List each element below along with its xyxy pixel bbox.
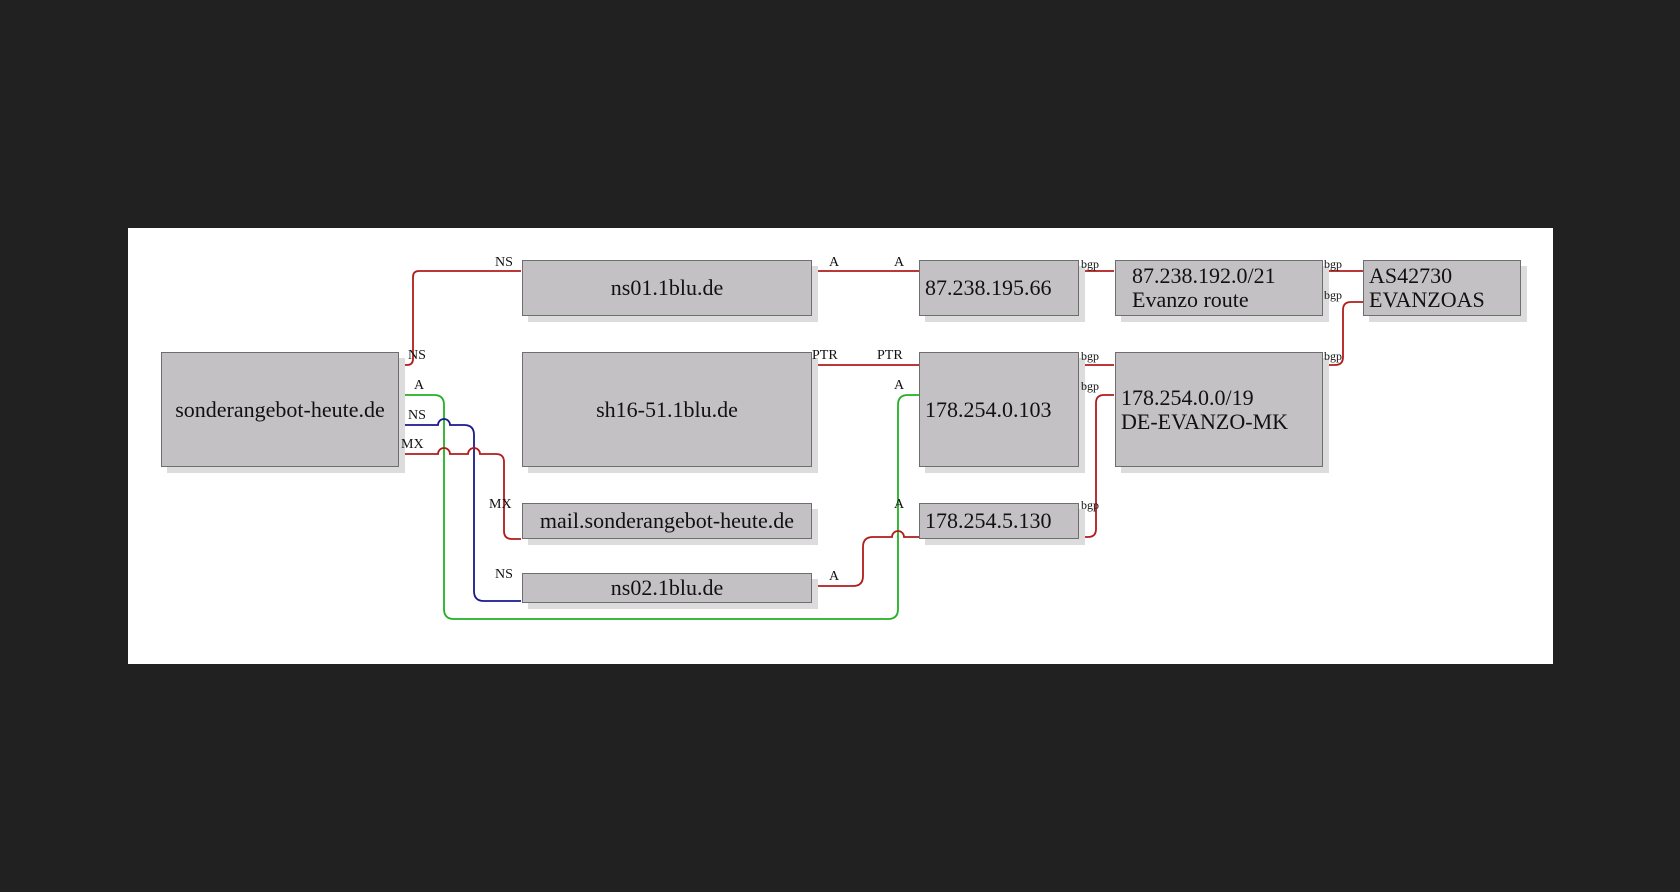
node-ip-87[interactable]: 87.238.195.66 (919, 260, 1079, 316)
node-ip-178-130[interactable]: 178.254.5.130 (919, 503, 1079, 539)
node-ns01-line1: ns01.1blu.de (610, 275, 724, 300)
node-ns02[interactable]: ns02.1blu.de (522, 573, 812, 603)
edge-label-bgp-net178-src: bgp (1324, 349, 1342, 363)
edge-label-bgp-130-src: bgp (1081, 498, 1099, 512)
edge-bgp-ip130-net178 (1079, 394, 1114, 538)
edge-label-bgp-as-dst: bgp (1324, 288, 1342, 302)
edge-ns-ns01 (399, 270, 521, 366)
edge-label-a-dst-130: A (894, 497, 905, 512)
node-as-line2: EVANZOAS (1369, 287, 1485, 312)
node-as[interactable]: AS42730 EVANZOAS (1363, 260, 1521, 316)
node-ip-178-103[interactable]: 178.254.0.103 (919, 352, 1079, 467)
node-domain[interactable]: sonderangebot-heute.de (161, 352, 399, 467)
node-ns01[interactable]: ns01.1blu.de (522, 260, 812, 316)
node-ip-178-130-line1: 178.254.5.130 (925, 508, 1052, 533)
edge-label-mx-src: MX (401, 437, 424, 452)
edge-label-ns01-dst: NS (495, 255, 513, 270)
edge-label-mx-dst: MX (489, 497, 512, 512)
edge-label-a-src: A (414, 378, 425, 393)
edge-label-ns01-src: NS (408, 348, 426, 363)
edge-label-bgp-87-src: bgp (1081, 257, 1099, 271)
edge-label-ns01-a-dst: A (894, 255, 905, 270)
edge-bgp-net178-as (1323, 301, 1364, 366)
edge-a-ip103 (399, 394, 919, 620)
node-sh16-line1: sh16-51.1blu.de (596, 396, 738, 422)
node-ip-178-103-line1: 178.254.0.103 (925, 396, 1052, 422)
node-as-line1: AS42730 (1369, 263, 1453, 288)
node-net-178-line2: DE-EVANZO-MK (1121, 408, 1289, 434)
edge-mx-mail (399, 447, 521, 540)
edge-label-ns2-src: NS (408, 408, 426, 423)
node-mail[interactable]: mail.sonderangebot-heute.de (522, 503, 812, 539)
node-net-178[interactable]: 178.254.0.0/19 DE-EVANZO-MK (1115, 352, 1323, 467)
edge-label-bgp-103-src: bgp (1081, 349, 1099, 363)
edge-ns-ns02 (399, 418, 521, 602)
edge-label-ns01-a-src: A (829, 255, 840, 270)
node-domain-line1: sonderangebot-heute.de (175, 396, 385, 422)
node-net-178-line1: 178.254.0.0/19 (1121, 384, 1254, 410)
edge-label-ptr-dst: PTR (877, 348, 903, 363)
node-sh16[interactable]: sh16-51.1blu.de (522, 352, 812, 467)
edge-label-bgp-103-dst: bgp (1081, 379, 1099, 393)
edge-ns02-ip130 (812, 530, 919, 587)
node-mail-line1: mail.sonderangebot-heute.de (539, 508, 795, 533)
node-net-87[interactable]: 87.238.192.0/21 Evanzo route (1115, 260, 1323, 316)
edge-label-ptr-src: PTR (812, 348, 838, 363)
node-net-87-line2: Evanzo route (1132, 287, 1249, 312)
edges-layer (399, 270, 1364, 620)
edge-label-bgp-net87-src: bgp (1324, 257, 1342, 271)
node-ip-87-line1: 87.238.195.66 (925, 275, 1052, 300)
node-net-87-line1: 87.238.192.0/21 (1132, 263, 1276, 288)
diagram-canvas: sonderangebot-heute.de ns01.1blu.de sh16… (128, 228, 1553, 664)
edge-label-ns2-dst: NS (495, 567, 513, 582)
edge-label-ns02-a-src: A (829, 569, 840, 584)
edge-label-a-dst-103: A (894, 378, 905, 393)
node-ns02-line1: ns02.1blu.de (610, 575, 724, 600)
